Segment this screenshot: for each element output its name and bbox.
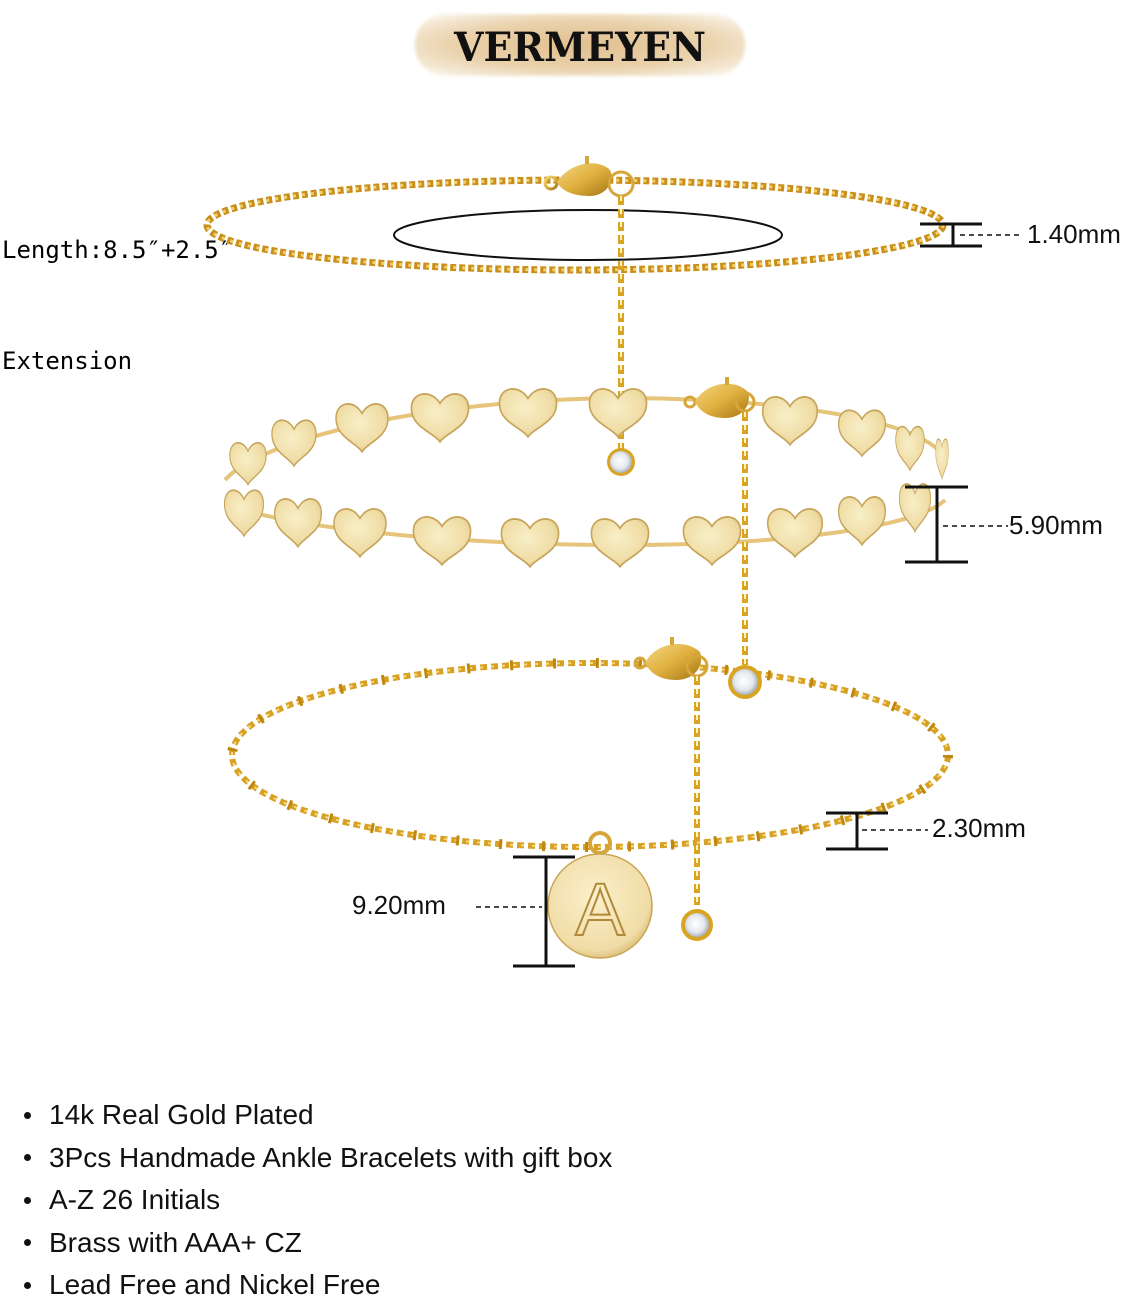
initial-disc-charm: A xyxy=(547,831,653,959)
dimension-marker-2-30 xyxy=(826,811,928,851)
length-value: Length:8.5″+2.5″ xyxy=(2,236,234,264)
feature-text: Brass with AAA+ CZ xyxy=(49,1226,302,1258)
dimension-marker-5-90 xyxy=(905,485,1008,564)
bullet-icon xyxy=(24,1196,31,1204)
cz-stone-charm-icon xyxy=(681,909,713,941)
feature-text: Lead Free and Nickel Free xyxy=(49,1269,381,1300)
feature-item: Lead Free and Nickel Free xyxy=(18,1264,612,1307)
bullet-icon xyxy=(24,1239,31,1247)
lobster-clasp-icon xyxy=(543,156,635,198)
bullet-icon xyxy=(24,1281,31,1289)
feature-list: 14k Real Gold Plated 3Pcs Handmade Ankle… xyxy=(18,1094,612,1307)
dimension-label-twist-chain: 1.40mm xyxy=(1027,219,1121,249)
dimension-label-bead-chain: 2.30mm xyxy=(932,813,1026,843)
length-extension: Extension xyxy=(2,347,133,375)
heart-link-anklet xyxy=(223,377,1008,665)
feature-item: 3Pcs Handmade Ankle Bracelets with gift … xyxy=(18,1137,612,1180)
lobster-clasp-icon xyxy=(633,637,709,680)
bullet-icon xyxy=(24,1154,31,1162)
inner-oval-outline xyxy=(393,209,783,261)
brand-logo-text: VERMEYEN xyxy=(454,24,706,71)
bullet-icon xyxy=(24,1111,31,1119)
product-illustration: A xyxy=(203,156,1022,968)
feature-item: Brass with AAA+ CZ xyxy=(18,1222,612,1265)
initial-letter: A xyxy=(575,868,625,951)
brand-banner: VERMEYEN xyxy=(415,14,745,76)
feature-item: 14k Real Gold Plated xyxy=(18,1094,612,1137)
length-label: Length:8.5″+2.5″ Extension xyxy=(2,158,233,417)
dimension-label-heart: 5.90mm xyxy=(1009,510,1103,540)
cz-stone-charm-icon xyxy=(728,665,762,699)
twist-chain-anklet xyxy=(203,156,1022,450)
feature-item: A-Z 26 Initials xyxy=(18,1179,612,1222)
dimension-label-initial-disc: 9.20mm xyxy=(352,890,446,920)
lobster-clasp-icon xyxy=(683,377,756,418)
initial-bead-anklet: A xyxy=(227,637,953,968)
cz-stone-charm-icon xyxy=(607,448,635,476)
feature-text: 14k Real Gold Plated xyxy=(49,1099,314,1130)
feature-text: A-Z 26 Initials xyxy=(49,1184,221,1215)
feature-text: 3Pcs Handmade Ankle Bracelets with gift … xyxy=(49,1141,613,1173)
dimension-marker-1-40 xyxy=(920,222,1022,248)
dimension-marker-9-20 xyxy=(476,855,575,968)
brand-brush-background xyxy=(415,14,745,76)
